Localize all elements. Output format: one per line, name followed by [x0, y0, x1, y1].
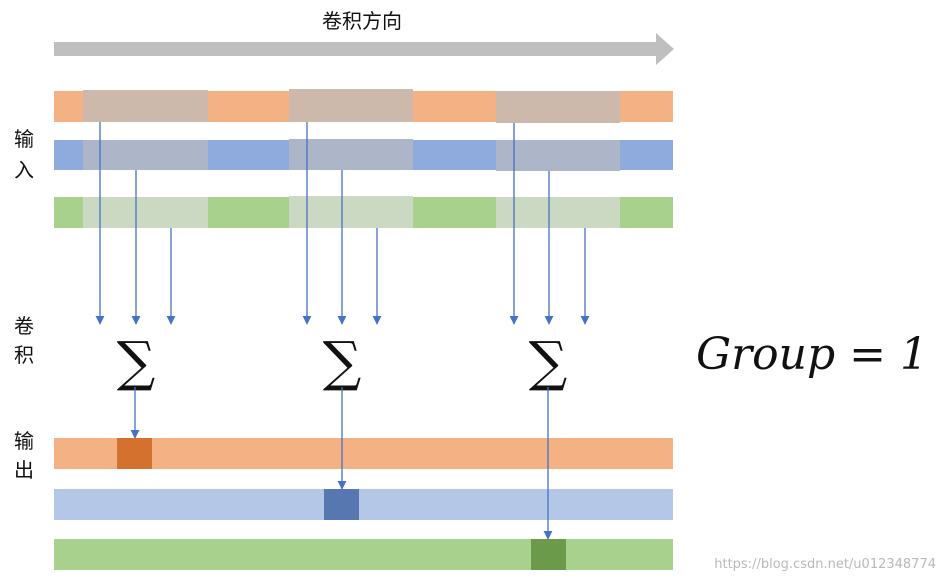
sum-symbol-1: ∑ — [117, 330, 156, 393]
kernel-window-2-orange — [289, 89, 413, 122]
sum-symbol-2: ∑ — [323, 330, 362, 393]
output-label-char-1: 输 — [14, 429, 34, 453]
kernel-window-1-green — [83, 197, 208, 228]
input-label-char-1: 输 — [14, 127, 34, 151]
kernel-window-3-blue — [496, 140, 620, 171]
output-cell-2 — [324, 489, 359, 520]
direction-label: 卷积方向 — [322, 9, 402, 33]
conv-label-char-1: 卷 — [14, 314, 34, 338]
output-cell-3 — [531, 539, 566, 570]
sum-to-output-arrows — [130, 387, 553, 540]
kernel-window-2-green — [289, 196, 413, 228]
output-label-char-2: 出 — [14, 458, 34, 482]
sum-symbol-3: ∑ — [529, 330, 568, 393]
output-channel-orange — [54, 438, 673, 469]
watermark: https://blog.csdn.net/u012348774 — [714, 557, 936, 572]
kernel-window-2-blue — [289, 139, 413, 170]
group-label: Group = 1 — [696, 329, 928, 380]
output-channel-blue — [54, 489, 673, 520]
conv-label-char-2: 积 — [14, 343, 34, 367]
output-channel-green — [54, 539, 673, 570]
kernel-window-1-orange — [83, 90, 208, 122]
convolution-direction-arrow — [54, 33, 674, 65]
kernel-window-3-green — [496, 197, 620, 228]
output-cell-1 — [117, 438, 152, 469]
input-label-char-2: 入 — [14, 158, 34, 182]
kernel-window-1-blue — [83, 140, 208, 170]
kernel-window-3-orange — [496, 91, 620, 123]
input-to-sum-arrows — [95, 122, 590, 325]
